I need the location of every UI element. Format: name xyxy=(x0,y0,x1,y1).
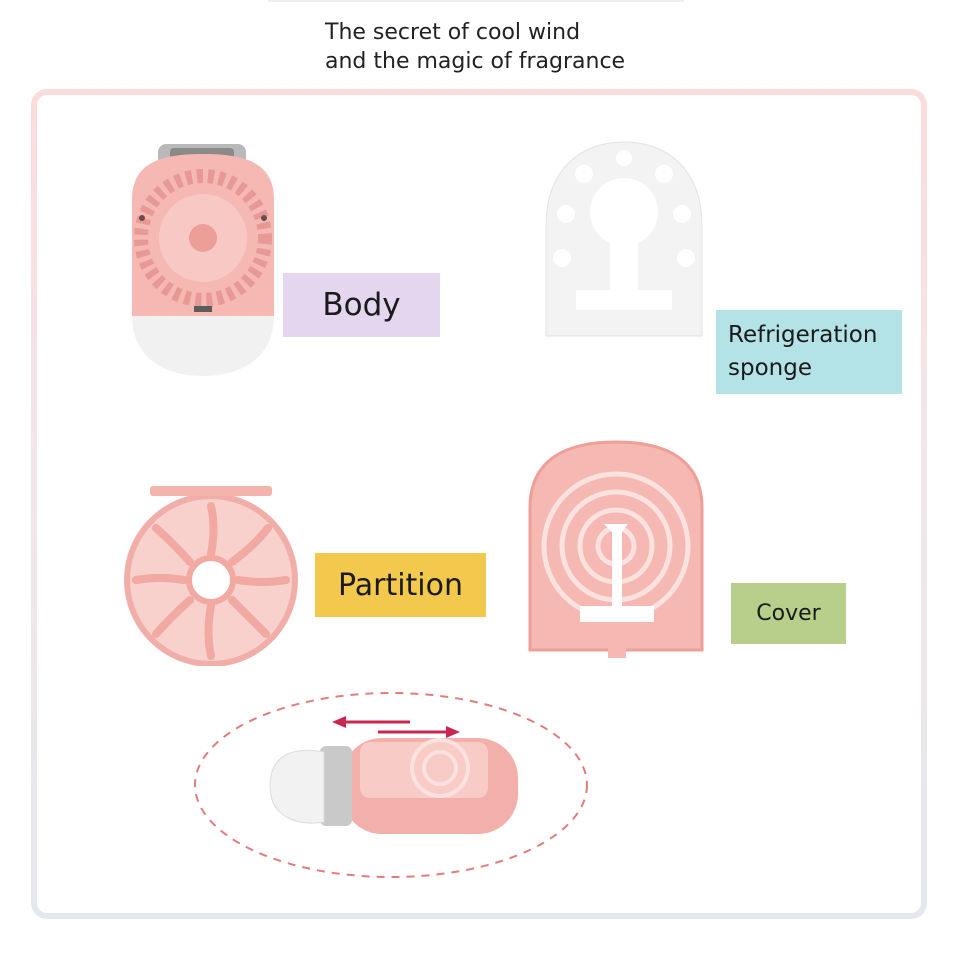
body-label-text: Body xyxy=(322,287,401,323)
partition-label: Partition xyxy=(315,553,486,617)
top-divider xyxy=(268,0,684,2)
cover-label-text: Cover xyxy=(756,601,821,626)
sponge-label-text: Refrigeration sponge xyxy=(728,322,878,381)
partition-label-text: Partition xyxy=(337,567,464,603)
headline-line-1: The secret of cool wind xyxy=(325,20,581,45)
double-arrow xyxy=(332,716,460,738)
cover-label: Cover xyxy=(731,583,846,644)
assembled-product-image xyxy=(194,692,588,878)
headline-line-2: and the magic of fragrance xyxy=(325,49,626,74)
cover-part-image xyxy=(528,440,704,658)
dashed-ellipse xyxy=(194,692,588,878)
headline: The secret of cool wind and the magic of… xyxy=(325,18,625,76)
body-label: Body xyxy=(283,273,440,337)
body-part-image xyxy=(132,144,274,376)
body-cap xyxy=(132,316,274,376)
partition-part-image xyxy=(124,486,298,666)
sponge-label: Refrigeration sponge xyxy=(716,310,902,394)
sponge-part-image xyxy=(545,141,703,337)
